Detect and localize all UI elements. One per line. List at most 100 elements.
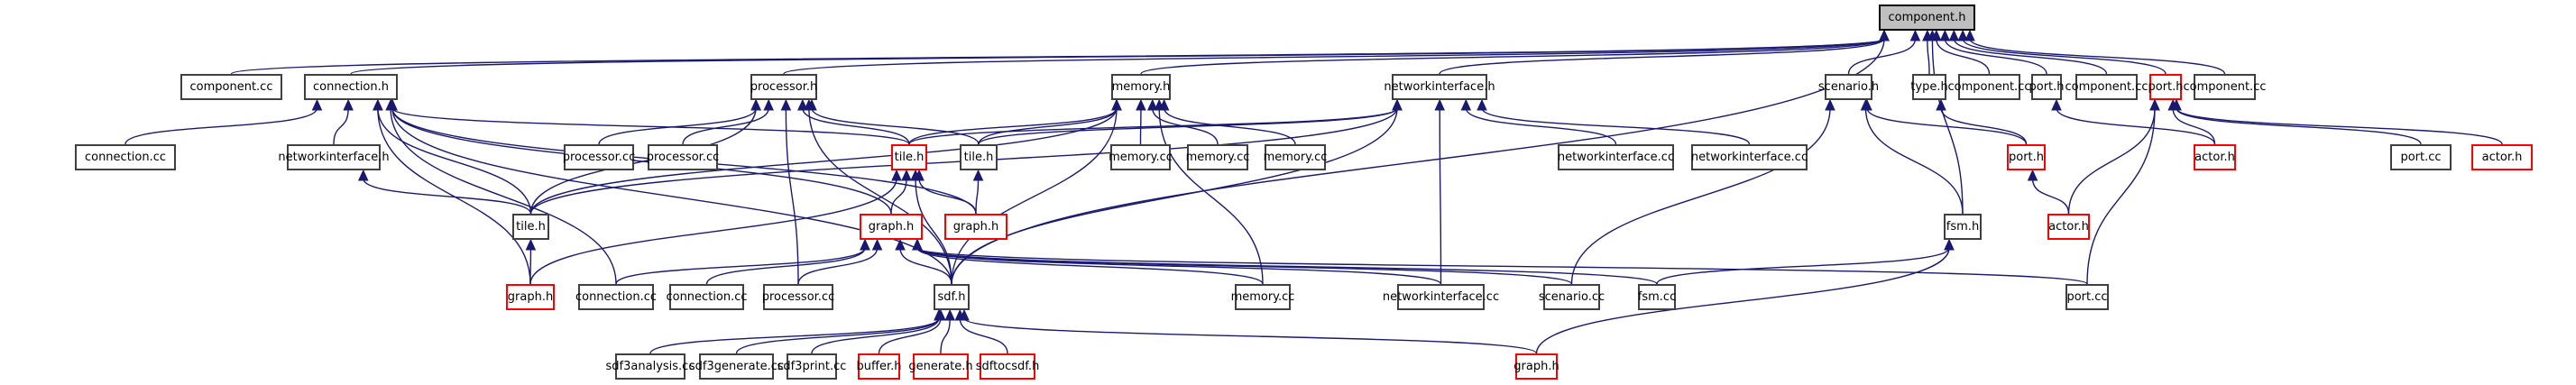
graph-node-label: processor.cc (562, 151, 636, 164)
graph-node-networkinterface-cc-2[interactable]: networkinterface.cc (1691, 144, 1808, 170)
graph-node-label: component.cc (1947, 80, 2031, 94)
graph-node-memory-cc-4[interactable]: memory.cc (1231, 284, 1294, 310)
graph-node-graph-h-3[interactable]: graph.h (506, 284, 555, 310)
edge-port-h-3-to-type-h (1940, 107, 2028, 145)
edge-arrowhead-icon (1909, 29, 1921, 41)
graph-node-fsm-h[interactable]: fsm.h (1944, 214, 1982, 240)
graph-node-label: sdf3generate.cc (688, 360, 785, 373)
graph-node-port-h-3[interactable]: port.h (2007, 144, 2046, 170)
edge-arrowhead-icon (2027, 169, 2038, 181)
graph-node-sdftocsdf-h[interactable]: sdftocsdf.h (976, 353, 1039, 380)
edge-sdf-h-to-connection-h (391, 107, 952, 285)
edge-component-cc-1-to-component-h (230, 38, 1885, 75)
edge-tile-h-1-to-connection-h (391, 107, 910, 145)
graph-node-memory-cc-3[interactable]: memory.cc (1264, 144, 1327, 170)
graph-node-connection-cc-1[interactable]: connection.cc (75, 144, 176, 170)
graph-node-networkinterface-h-2[interactable]: networkinterface.h (278, 144, 390, 170)
edge-actor-h-2-to-port-h-2 (2176, 107, 2503, 145)
graph-node-label: processor.cc (646, 151, 720, 164)
graph-node-component-cc-3[interactable]: component.cc (2065, 74, 2148, 100)
edge-sdf3analysis-cc-to-sdf-h (649, 317, 940, 354)
graph-node-port-cc-2[interactable]: port.cc (2065, 284, 2109, 310)
graph-node-component-cc-2[interactable]: component.cc (1948, 74, 2031, 100)
graph-node-graph-h-4[interactable]: graph.h (1513, 353, 1559, 380)
graph-node-component-cc-4[interactable]: component.cc (2184, 74, 2267, 100)
graph-node-memory-h[interactable]: memory.h (1111, 74, 1171, 100)
graph-node-label: scenario.cc (1538, 290, 1605, 304)
graph-node-label: tile.h (963, 151, 994, 164)
edge-arrowhead-icon (972, 169, 984, 181)
graph-node-fsm-cc[interactable]: fsm.cc (1638, 284, 1676, 310)
edge-arrowhead-icon (1879, 29, 1890, 41)
edge-arrowhead-icon (1964, 29, 1975, 41)
edge-arrowhead-icon (1111, 98, 1122, 111)
graph-node-scenario-cc[interactable]: scenario.cc (1539, 284, 1605, 310)
edge-arrowhead-icon (1460, 98, 1472, 111)
graph-node-label: memory.cc (1185, 151, 1250, 164)
graph-node-port-h-1[interactable]: port.h (2029, 74, 2065, 100)
graph-node-tile-h-2[interactable]: tile.h (960, 144, 998, 170)
edge-arrowhead-icon (804, 98, 814, 111)
edge-actor-h-1-to-port-h-2 (2172, 107, 2216, 145)
graph-node-tile-h-1[interactable]: tile.h (891, 144, 927, 170)
graph-node-graph-h-2[interactable]: graph.h (944, 214, 1007, 240)
graph-node-sdf-h[interactable]: sdf.h (934, 284, 970, 310)
graph-node-label: networkinterface.h (278, 151, 390, 164)
edge-graph-h-3-to-connection-h (377, 107, 531, 285)
edge-arrowhead-icon (935, 308, 946, 321)
graph-node-memory-cc-1[interactable]: memory.cc (1109, 144, 1173, 170)
edge-connection-cc-2-to-graph-h-1 (615, 247, 866, 285)
edge-arrowhead-icon (1825, 98, 1835, 111)
edge-arrowhead-icon (797, 98, 808, 111)
graph-node-label: port.h (2148, 80, 2184, 94)
graph-node-label: connection.h (313, 80, 389, 94)
graph-node-label: networkinterface.h (1384, 80, 1495, 94)
edge-scenario-h-to-component-h (1847, 38, 1917, 75)
graph-node-buffer-h[interactable]: buffer.h (857, 353, 901, 380)
graph-node-networkinterface-h-1[interactable]: networkinterface.h (1384, 74, 1495, 100)
graph-node-type-h[interactable]: type.h (1910, 74, 1948, 100)
graph-node-connection-cc-2[interactable]: connection.cc (575, 284, 658, 310)
graph-node-label: connection.cc (575, 290, 658, 304)
edge-arrowhead-icon (891, 169, 902, 181)
edge-memory-h-to-component-h (1140, 38, 1885, 75)
graph-node-networkinterface-cc-3[interactable]: networkinterface.cc (1383, 284, 1499, 310)
graph-node-actor-h-3[interactable]: actor.h (2047, 214, 2090, 240)
graph-node-sdf3print-cc[interactable]: sdf3print.cc (777, 353, 846, 380)
graph-node-processor-cc-3[interactable]: processor.cc (762, 284, 834, 310)
graph-node-actor-h-1[interactable]: actor.h (2194, 144, 2236, 170)
edge-arrowhead-icon (1860, 98, 1872, 111)
graph-node-scenario-h[interactable]: scenario.h (1818, 74, 1879, 100)
edge-arrowhead-icon (944, 308, 955, 321)
graph-node-label: graph.h (1513, 360, 1559, 373)
graph-node-label: port.h (2008, 151, 2045, 164)
graph-node-label: memory.cc (1230, 290, 1295, 304)
graph-node-memory-cc-2[interactable]: memory.cc (1185, 144, 1250, 170)
graph-node-sdf3generate-cc[interactable]: sdf3generate.cc (689, 353, 784, 380)
edge-port-h-1-to-component-h (1944, 38, 2047, 75)
graph-node-port-cc-1[interactable]: port.cc (2390, 144, 2452, 170)
graph-node-label: port.cc (2400, 151, 2442, 164)
edge-connection-cc-2-to-connection-h (390, 107, 617, 285)
graph-node-component-cc-1[interactable]: component.cc (180, 74, 282, 100)
graph-node-tile-h-3[interactable]: tile.h (512, 214, 549, 240)
graph-node-port-h-2[interactable]: port.h (2148, 74, 2184, 100)
graph-node-connection-h[interactable]: connection.h (304, 74, 398, 100)
edge-arrowhead-icon (357, 169, 369, 181)
graph-node-label: networkinterface.cc (1690, 151, 1808, 164)
graph-node-processor-cc-1[interactable]: processor.cc (562, 144, 636, 170)
edge-actor-h-3-to-port-h-3 (2031, 178, 2070, 215)
edge-component-cc-3-to-component-h (1953, 38, 2108, 75)
graph-node-graph-h-1[interactable]: graph.h (860, 214, 923, 240)
graph-node-actor-h-2[interactable]: actor.h (2471, 144, 2533, 170)
edge-arrowhead-icon (1477, 98, 1487, 111)
graph-node-label: actor.h (2048, 220, 2089, 234)
graph-node-networkinterface-cc-1[interactable]: networkinterface.cc (1558, 144, 1674, 170)
graph-node-generate-h[interactable]: generate.h (908, 353, 973, 380)
graph-node-processor-h[interactable]: processor.h (750, 74, 817, 100)
graph-node-connection-cc-3[interactable]: connection.cc (666, 284, 748, 310)
edge-arrowhead-icon (1136, 98, 1146, 111)
graph-node-processor-cc-2[interactable]: processor.cc (646, 144, 720, 170)
graph-node-sdf3analysis-cc[interactable]: sdf3analysis.cc (606, 353, 695, 380)
